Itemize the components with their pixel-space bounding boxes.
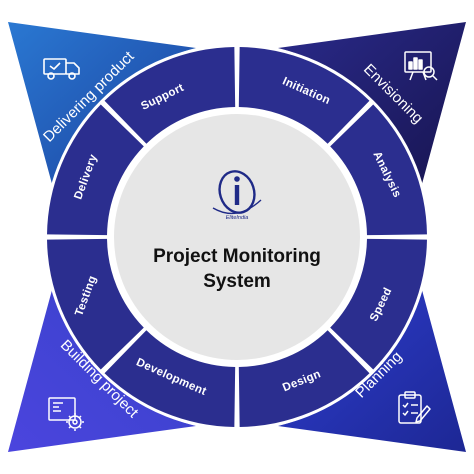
ring-segment-development <box>104 330 236 427</box>
ring-segment-design <box>238 330 370 427</box>
page-title-line1: Project Monitoring <box>153 246 321 267</box>
ring-segment-support <box>104 47 236 144</box>
ring-background <box>44 44 430 430</box>
ring-segment-initiation <box>238 47 370 144</box>
settings-blueprint-icon <box>48 397 84 431</box>
ring-segment-speed <box>330 238 427 370</box>
page-title-line2: System <box>203 271 271 292</box>
delivery-truck-icon <box>43 58 80 80</box>
clipboard-checklist-icon <box>398 391 431 424</box>
center-disc <box>114 114 360 360</box>
ring-segment-analysis <box>330 104 427 236</box>
logo-text: EliteIndia <box>226 215 249 221</box>
ring-segment-delivery <box>47 104 144 236</box>
elite-india-logo: EliteIndia <box>212 170 262 221</box>
ring-segment-testing <box>47 238 144 370</box>
chart-presentation-icon <box>404 51 438 81</box>
